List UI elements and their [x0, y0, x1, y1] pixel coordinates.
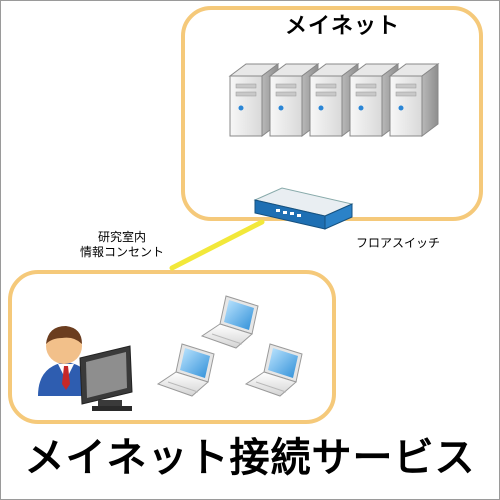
laptop-icon [200, 295, 259, 349]
floor-switch-label: フロアスイッチ [356, 236, 441, 250]
network-cable [169, 219, 265, 271]
meinet-title: メイネット [285, 14, 401, 39]
desktop-monitor-icon [79, 345, 133, 411]
floor-switch-icon [253, 187, 354, 230]
laptop-icon [156, 343, 215, 397]
outlet-label-line1: 研究室内 [98, 230, 147, 244]
outlet-label: 研究室内 情報コンセント [80, 230, 164, 260]
laptop-icon [244, 343, 303, 397]
server-icon [388, 63, 440, 137]
service-title: メイネット接続サービス [24, 435, 476, 481]
outlet-label-line2: 情報コンセント [80, 245, 165, 259]
user-icon [38, 326, 94, 396]
